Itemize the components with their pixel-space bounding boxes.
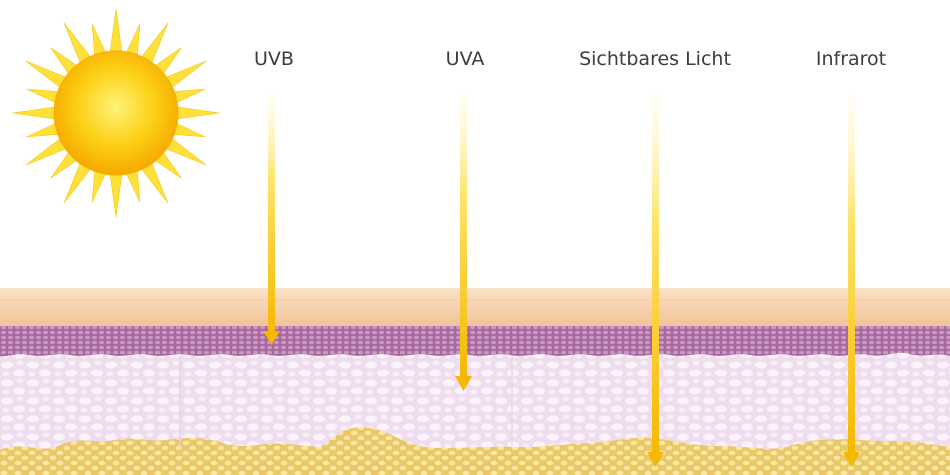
sun-ray [173,106,221,120]
sun-ray [11,106,59,120]
uva-label: UVA [445,48,485,70]
infrared-ray-arrow [843,95,860,467]
uva-ray-arrow [455,95,472,391]
dermis-layer [0,352,950,475]
epidermis-layer [0,326,950,357]
skin-layers [0,288,950,475]
infrared-label: Infrarot [815,48,887,70]
subcutis-fat-layer [0,427,950,475]
visible-light-ray-arrow [647,95,664,467]
visible-light-label: Sichtbares Licht [579,48,731,70]
uvb-label: UVB [254,48,294,70]
uvb-ray-arrow [263,95,280,345]
sun-icon [11,8,221,218]
sun-ray [109,8,123,56]
horny-layer [0,288,950,326]
sun-ray [109,170,123,218]
